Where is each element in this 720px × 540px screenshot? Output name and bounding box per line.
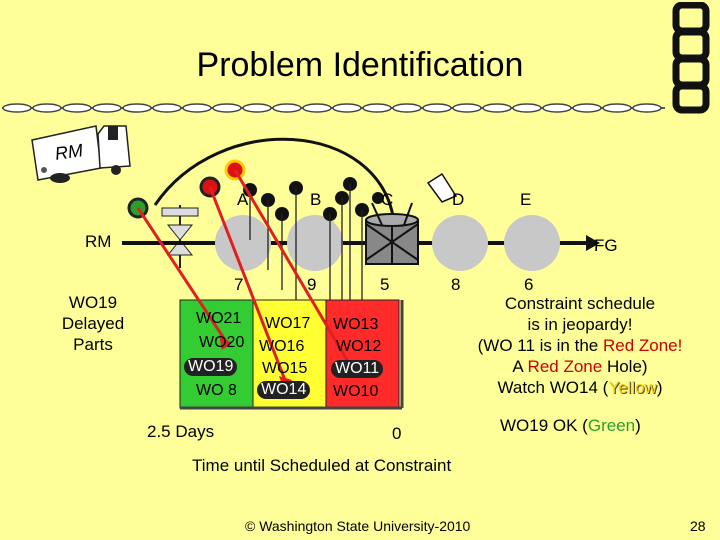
yellow-order-1: WO17 [265,315,311,332]
drumstick [371,202,383,226]
chain-link [272,103,302,113]
buffer-axis-caption: Time until Scheduled at Constraint [192,456,452,475]
yellow-order-2: WO16 [259,338,305,355]
chain-link [602,103,632,113]
chain-link [62,103,92,113]
time-a: 7 [234,275,244,294]
red-zone-word: Red Zone! [602,336,683,355]
red-order-3: WO11 [331,360,384,378]
chain-link [212,103,242,113]
chain-link [632,103,662,113]
chain-link [2,103,32,113]
chain-link [392,103,422,113]
delayed-line-3: Parts [73,335,113,354]
green-order-1: WO21 [196,310,242,327]
green-zone [179,299,254,409]
red-order-1: WO13 [333,316,379,333]
gate-icon [161,205,199,268]
constraint-line-5: Watch WO14 (Yellow) [497,378,663,397]
constraint-note: Constraint schedule is in jeopardy! (WO … [455,293,705,398]
time-c: 5 [380,275,390,294]
bulb-icon [426,172,458,203]
buffer-left-time: 2.5 Days [147,422,215,441]
yellow-word: Yellow [608,378,657,397]
chain-link [452,103,482,113]
time-e: 6 [524,275,534,294]
yellow-order-3: WO15 [262,360,308,377]
chain-link [182,103,212,113]
page-number: 28 [690,518,706,534]
resource-b-label: B [310,190,322,209]
time-b: 9 [307,275,317,294]
chain-logo-icon [672,2,710,114]
chain-link [302,103,332,113]
resource-e-circle [504,215,560,271]
resource-a-circle [215,215,271,271]
flow-start-label: RM [85,232,112,251]
chain-link [242,103,272,113]
constraint-line-1: Constraint schedule [504,294,656,313]
time-d: 8 [451,275,461,294]
resource-b-circle [287,215,343,271]
constraint-line-2: is in jeopardy! [527,315,633,334]
constraint-line-4: A Red Zone Hole) [512,357,648,376]
delayed-line-1: WO19 [68,293,118,312]
chain-link [362,103,392,113]
yellow-order-4: WO14 [257,381,311,399]
resource-c-label: C [381,190,394,209]
chain-link [32,103,62,113]
green-order-4: WO 8 [196,382,237,399]
green-word: Green [587,416,636,435]
red-order-4: WO10 [333,383,379,400]
drumstick [403,202,413,226]
resource-e-label: E [520,190,532,209]
rope-chain [2,103,665,113]
resource-d-label: D [452,190,465,209]
wo19-ok-note: WO19 OK (Green) [500,416,641,435]
truck-icon [31,125,131,183]
chain-link [122,103,152,113]
slide-title: Problem Identification [196,46,524,84]
truck-label: RM [53,140,85,164]
chain-link [572,103,602,113]
buffer-right-time: 0 [392,424,402,443]
red-order-2: WO12 [336,338,382,355]
constraint-line-3: (WO 11 is in the Red Zone! [477,336,683,355]
chain-link [542,103,572,113]
chain-link [512,103,542,113]
delayed-line-2: Delayed [61,314,125,333]
red-zone-word: Red Zone [527,357,603,376]
delayed-note: WO19 Delayed Parts [48,292,138,355]
resource-d-circle [432,215,488,271]
chain-link [92,103,122,113]
green-order-3: WO19 [184,358,238,376]
rope-curve [153,137,396,223]
footer-copyright: © Washington State University-2010 [245,518,471,534]
drum-constraint-icon [365,213,419,265]
chain-link [422,103,452,113]
chain-link [482,103,512,113]
resource-a-label: A [237,190,249,209]
green-order-2: WO20 [199,334,245,351]
flow-end-label: FG [594,236,618,255]
chain-link [152,103,182,113]
chain-link [332,103,362,113]
